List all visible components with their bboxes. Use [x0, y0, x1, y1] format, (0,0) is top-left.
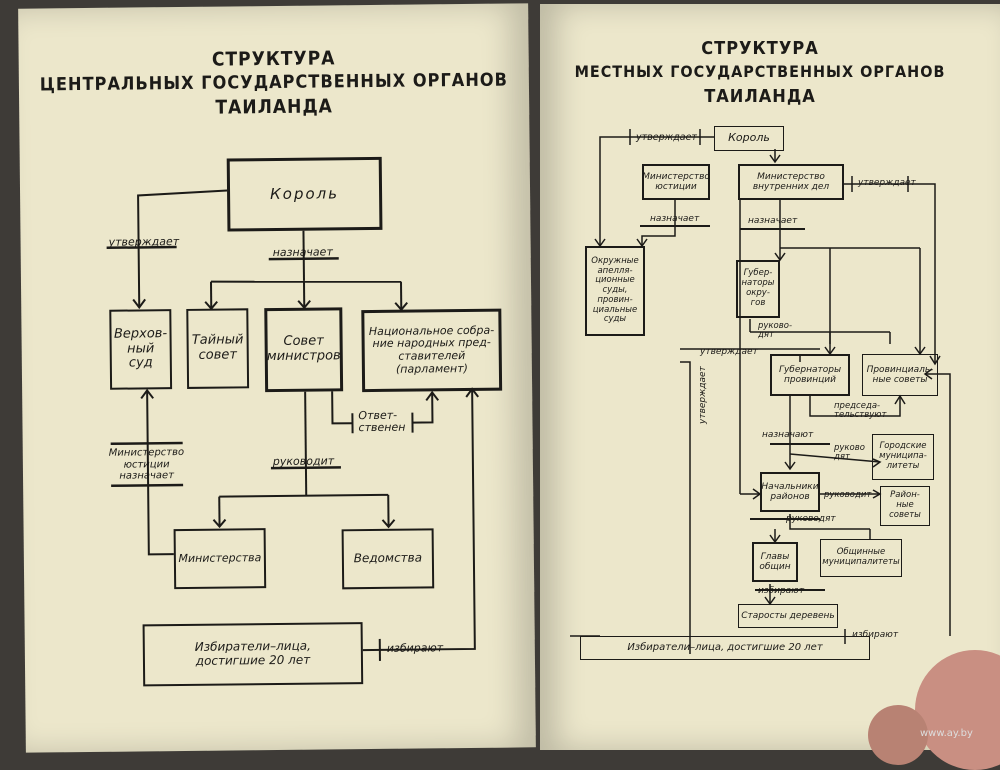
right-label-approves-left: утверждает — [700, 347, 758, 357]
left-node-departments: Ведомства — [342, 528, 435, 589]
right-label-chairs: председа- тельствуют — [834, 402, 886, 420]
left-label-appoints: назначает — [273, 245, 333, 259]
thumb — [868, 705, 928, 765]
right-node-city-municipalities: Городские муниципа- литеты — [872, 434, 934, 480]
right-node-governors-districts: Губер- наторы окру- гов — [736, 260, 780, 318]
right-node-district-heads: Начальники районов — [760, 472, 820, 512]
left-page: СТРУКТУРА ЦЕНТРАЛЬНЫХ ГОСУДАРСТВЕННЫХ ОР… — [18, 3, 536, 752]
right-node-community-heads: Главы общин — [752, 542, 798, 582]
right-node-district-courts: Окружные апелля- ционные суды, провин- ц… — [585, 246, 645, 336]
right-label-approves-right: утверждает — [858, 178, 916, 188]
right-label-elect: избирают — [852, 630, 898, 640]
left-node-privy-council: Тайный совет — [186, 308, 249, 389]
watermark: www.ay.by — [920, 728, 973, 739]
right-label-direct-b: руково дят — [834, 444, 865, 462]
left-label-ministry-justice-appoints: Министерство юстиции назначает — [109, 447, 185, 482]
right-label-appoints-a: назначает — [650, 214, 699, 224]
right-label-approves-vertical: утверждает — [698, 366, 708, 424]
right-node-voters: Избиратели–лица, достигшие 20 лет — [580, 636, 870, 660]
right-node-village-elders: Старосты деревень — [738, 604, 838, 628]
left-label-directs: руководит — [273, 454, 334, 468]
left-node-ministries: Министерства — [174, 528, 267, 589]
right-label-approves-top: утверждает — [636, 132, 697, 143]
right-label-directs-a: руково- дят — [758, 322, 792, 340]
right-node-community-municipalities: Общинные муниципалитеты — [820, 539, 902, 577]
right-label-directs-c: руководит — [824, 490, 871, 500]
left-node-national-assembly: Национальное собра- ние народных пред- с… — [361, 309, 502, 392]
right-label-appoints-b: назначает — [748, 216, 797, 226]
right-node-district-councils: Район- ные советы — [880, 486, 930, 526]
right-label-appoints-c: назначают — [762, 430, 813, 440]
right-label-elects: избирают — [758, 586, 804, 596]
left-node-king: Король — [227, 157, 383, 232]
left-node-voters: Избиратели–лица, достигшие 20 лет — [143, 622, 364, 686]
right-page: СТРУКТУРА МЕСТНЫХ ГОСУДАРСТВЕННЫХ ОРГАНО… — [540, 4, 1000, 750]
left-node-supreme-court: Верхов- ный суд — [109, 309, 172, 390]
right-node-ministry-interior: Министерство внутренних дел — [738, 164, 844, 200]
left-node-council-of-ministers: Совет министров — [264, 307, 343, 392]
left-label-responsible: Ответ- ственен — [358, 410, 405, 435]
right-node-governors-provinces: Губернаторы провинций — [770, 354, 850, 396]
right-node-king: Король — [714, 126, 784, 151]
left-label-approves: утверждает — [109, 235, 180, 249]
right-node-ministry-justice: Министерство юстиции — [642, 164, 710, 200]
right-node-provincial-councils: Провинциаль- ные советы — [862, 354, 938, 396]
left-label-elect: избирают — [387, 641, 443, 655]
right-label-direct-d: руководят — [786, 514, 836, 524]
